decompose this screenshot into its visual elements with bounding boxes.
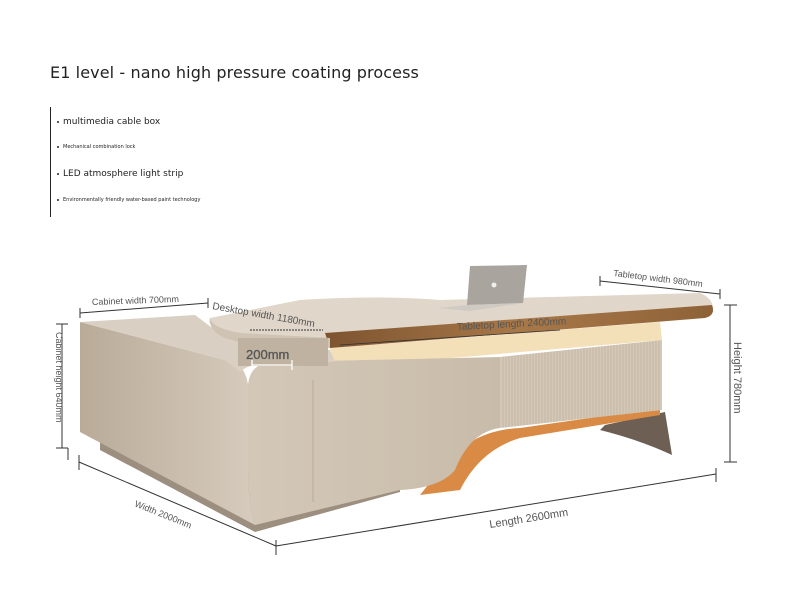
cabinet-side [80,322,255,525]
cabinet-height-label: Cabinet height 640mm [54,332,64,423]
height-label: Height 780mm [731,342,743,414]
width-label: Width 2000mm [133,499,193,531]
length-label: Length 2600mm [489,507,569,531]
panel-flutes [502,340,660,428]
bullet-icon [57,198,59,201]
orange-accent [420,408,660,495]
feature-label: Mechanical combination lock [63,144,136,150]
bullet-icon [57,145,59,148]
led-light-strip [330,322,662,368]
cabinet-width-label: Cabinet width 700mm [92,294,179,307]
tabletop [209,293,713,345]
feature-label: multimedia cable box [63,117,161,127]
feature-label: Environmentally friendly water-based pai… [63,197,201,203]
bullet-icon [57,120,59,123]
tabletop-support [238,338,328,366]
cabinet-front [248,357,500,525]
feature-item: multimedia cable box [57,117,160,127]
feature-item: Environmentally friendly water-based pai… [57,197,200,203]
tabletop-width-label: Tabletop width 980mm [613,268,704,289]
tabletop-wood-edge [325,305,714,348]
feature-item: Mechanical combination lock [57,144,135,150]
laptop-icon [438,265,527,311]
bullet-icon [57,172,59,175]
desk-leg [600,412,672,455]
dimension-lines [56,276,737,555]
feature-label: LED atmosphere light strip [63,169,184,179]
feature-list: multimedia cable box Mechanical combinat… [50,107,221,217]
page-title: E1 level - nano high pressure coating pr… [50,63,419,82]
feature-item: LED atmosphere light strip [57,169,183,179]
step-label: 200mm [246,347,289,362]
